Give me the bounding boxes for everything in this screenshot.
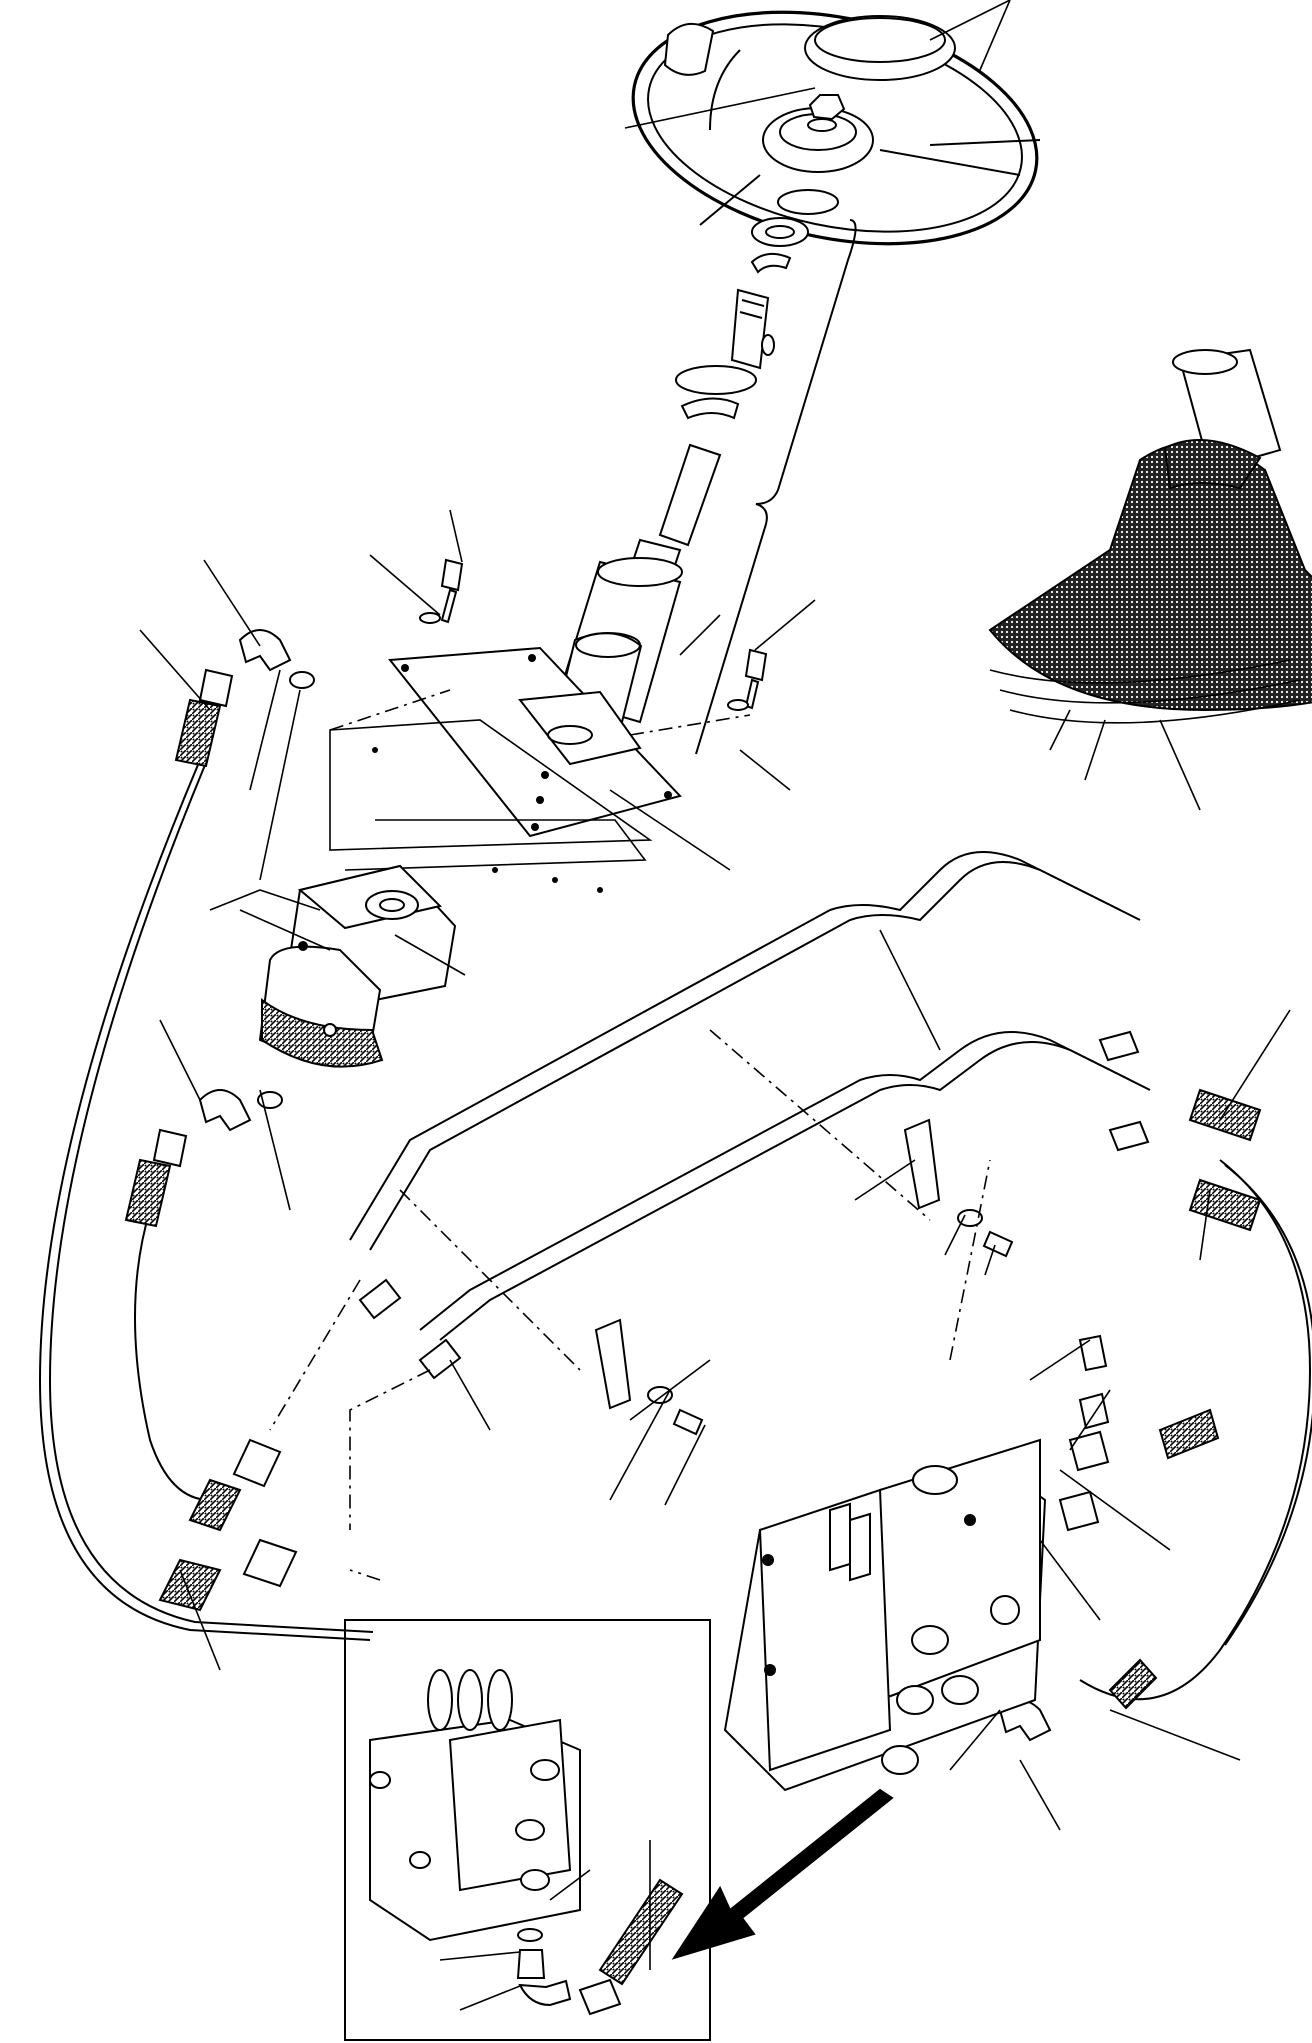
elbow-fitting [198,629,1110,1742]
control-lever-boot [988,348,1312,724]
leader-lines [139,0,1291,2011]
direction-arrow [671,1788,894,1960]
steering-unit [258,864,457,1068]
steering-wheel [631,10,1041,246]
hydraulic-hose [38,668,1312,1710]
mounting-plate [329,646,682,893]
hydraulic-pipe [349,851,1151,1380]
pipe-clamp [594,1118,1014,1436]
steering-column [545,217,857,769]
centerlines [209,614,991,1581]
control-valve [723,1438,1047,1792]
detail-inset [344,1619,711,2041]
bolt [419,558,768,711]
